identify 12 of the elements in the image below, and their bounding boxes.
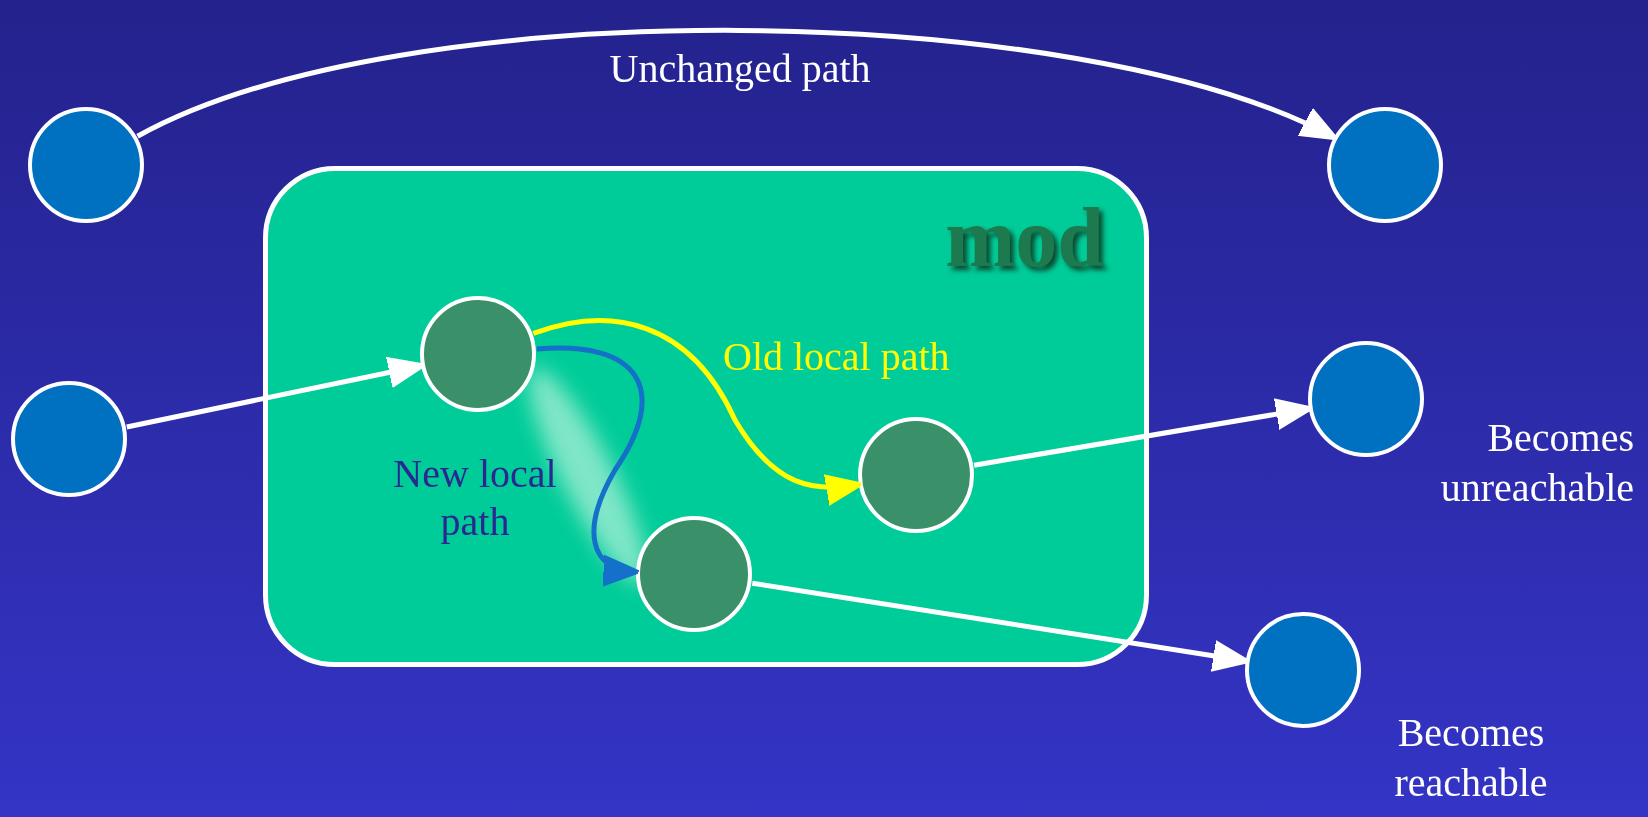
arrow — [973, 398, 1313, 468]
arrow — [751, 580, 1250, 672]
arrow — [532, 318, 864, 505]
edge-label: Unchanged path — [609, 45, 871, 93]
edge-label: New local path — [392, 450, 558, 546]
module-box — [263, 166, 1149, 667]
edge-label: Old local path — [723, 333, 950, 381]
arrow — [136, 28, 1339, 141]
node-caption: Becomes reachable — [1393, 709, 1549, 807]
arrow — [536, 345, 645, 584]
module-title: mod — [945, 190, 1104, 286]
node-caption: Becomes unreachable — [1439, 414, 1634, 512]
